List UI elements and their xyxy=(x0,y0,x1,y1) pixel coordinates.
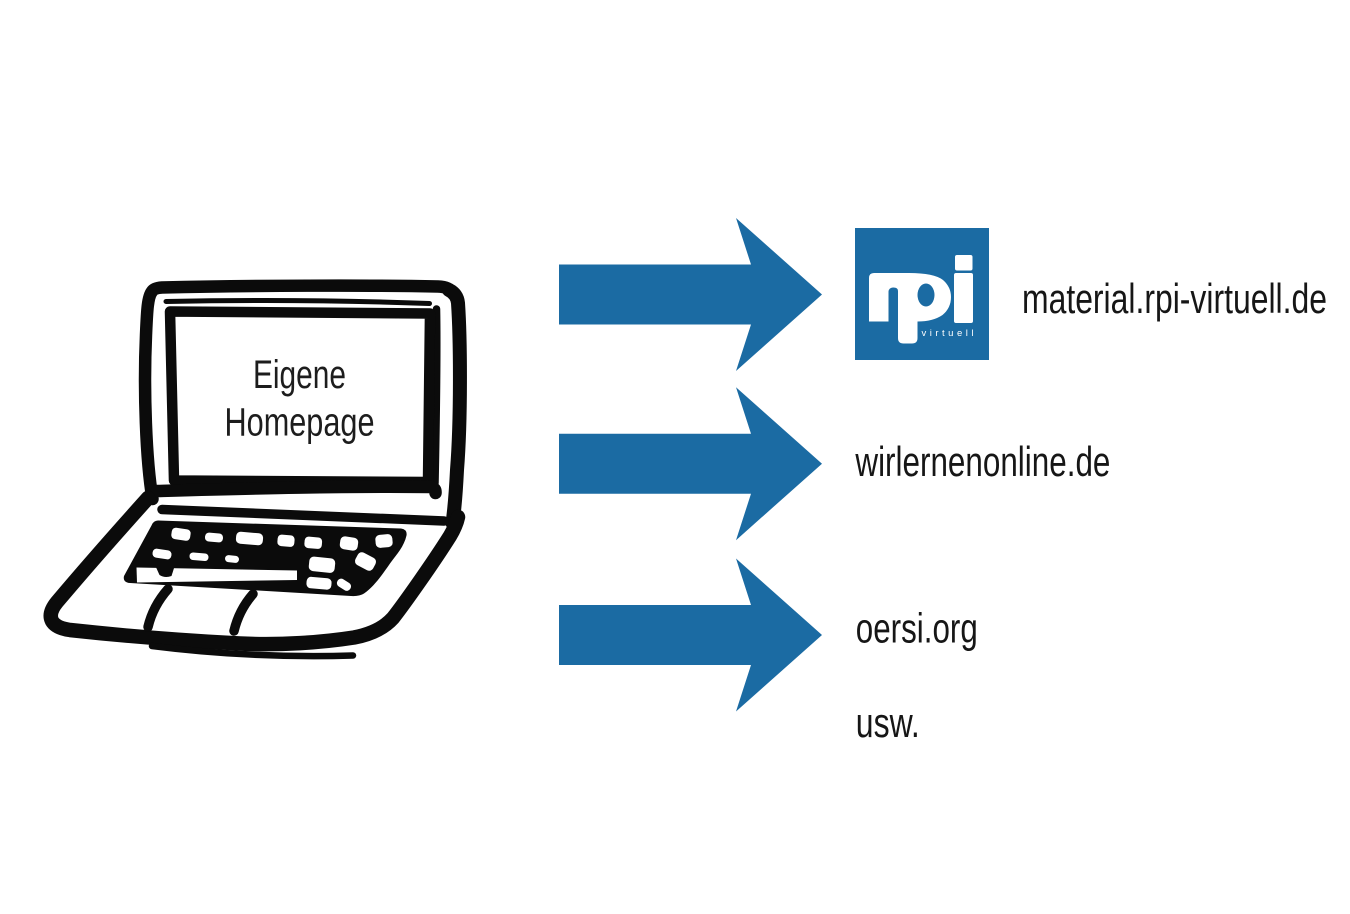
svg-text:wirlernenonline.de: wirlernenonline.de xyxy=(855,438,1111,485)
svg-text:virtuell: virtuell xyxy=(922,328,974,339)
svg-text:material.rpi-virtuell.de: material.rpi-virtuell.de xyxy=(1022,275,1327,322)
svg-text:Homepage: Homepage xyxy=(225,401,375,445)
svg-text:usw.: usw. xyxy=(856,699,920,746)
svg-text:oersi.org: oersi.org xyxy=(856,604,978,651)
svg-text:Eigene: Eigene xyxy=(253,353,346,397)
